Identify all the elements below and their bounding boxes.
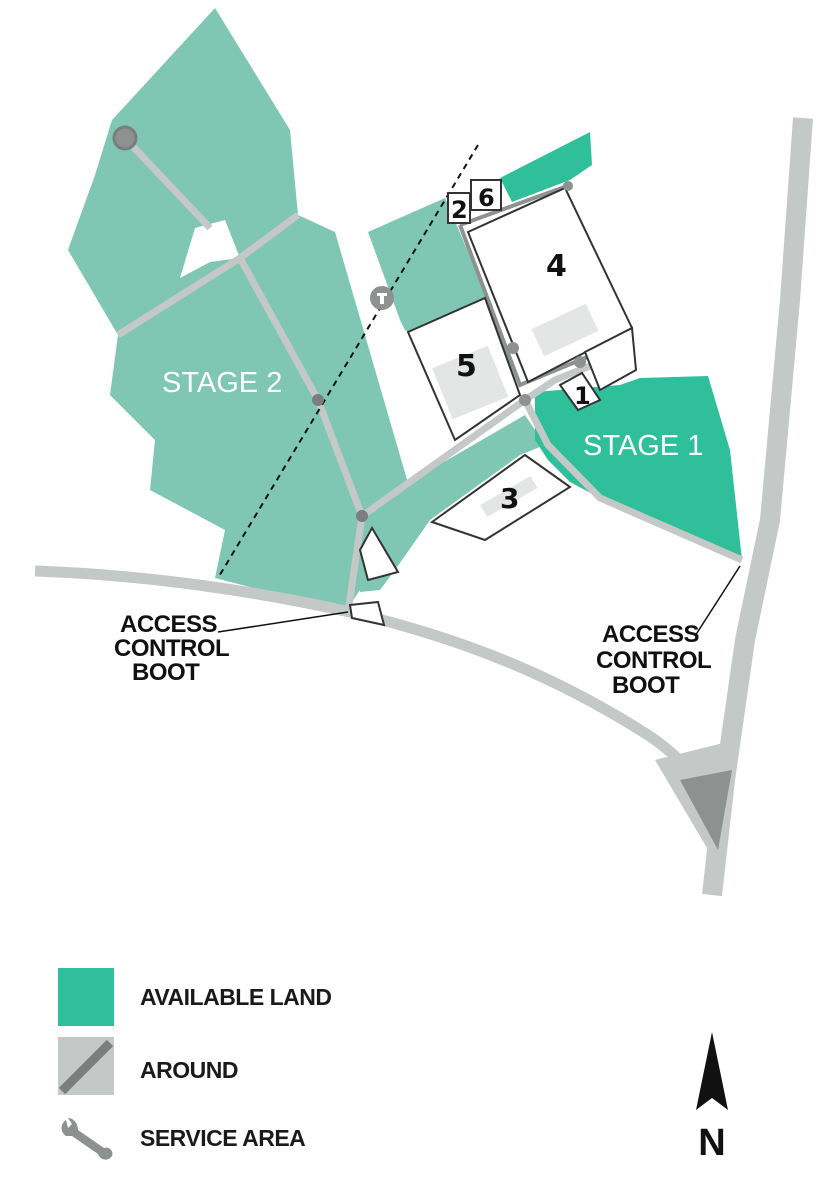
legend-label-service-area: SERVICE AREA xyxy=(140,1125,306,1151)
legend-label-around: AROUND xyxy=(140,1057,238,1083)
access-leader-west xyxy=(217,611,349,633)
lot-3-building xyxy=(480,475,538,518)
stage-1-label: STAGE 1 xyxy=(583,430,703,462)
available-land-north xyxy=(500,132,592,202)
legend-item-around xyxy=(58,1037,114,1095)
svg-text:BOOT: BOOT xyxy=(612,672,680,699)
road-node xyxy=(574,356,586,368)
lot-1-number: 1 xyxy=(574,382,591,410)
lot-2-number: 2 xyxy=(451,196,468,224)
swatch-icon xyxy=(58,968,114,1026)
lot-5-building xyxy=(432,345,509,420)
service-lot-east[interactable] xyxy=(583,326,638,392)
north-arrow-icon: N xyxy=(696,1032,728,1160)
lot-1-outline[interactable] xyxy=(558,371,602,412)
access-leader-east xyxy=(694,565,741,637)
svg-text:CONTROL: CONTROL xyxy=(114,635,229,662)
lot-4-building xyxy=(531,303,599,357)
lot-6-number: 6 xyxy=(478,184,495,212)
stage-2-clearing xyxy=(180,220,240,278)
highway-junction-shadow xyxy=(680,770,732,850)
road-node xyxy=(112,125,138,151)
lot-5-number: 5 xyxy=(456,349,477,384)
road-node xyxy=(507,342,519,354)
access-control-west-label: ACCESS CONTROL BOOT xyxy=(114,611,230,686)
road-node xyxy=(519,394,531,406)
access-control-east-label: ACCESS CONTROL BOOT xyxy=(596,621,712,699)
svg-text:CONTROL: CONTROL xyxy=(596,647,711,674)
wrench-icon xyxy=(61,1118,113,1160)
stage-2-label: STAGE 2 xyxy=(162,367,282,399)
road-node xyxy=(312,394,324,406)
lot-3-number: 3 xyxy=(500,482,519,515)
stage-2-south-land xyxy=(360,415,545,592)
lot-6-outline[interactable] xyxy=(470,179,502,211)
svg-text:ACCESS: ACCESS xyxy=(120,611,218,638)
service-lot-west-lower[interactable] xyxy=(348,600,386,627)
road-node xyxy=(356,510,368,522)
legend-label-available-land: AVAILABLE LAND xyxy=(140,984,332,1010)
legend-item-service-area xyxy=(58,1110,114,1168)
stage-2-land xyxy=(68,8,410,612)
utility-icon-glyph xyxy=(377,293,387,304)
stage-1-land xyxy=(535,376,742,560)
road-swatch-icon xyxy=(58,1037,114,1095)
svg-text:ACCESS: ACCESS xyxy=(602,621,700,648)
internal-road-east xyxy=(521,398,744,564)
lot-4-number: 4 xyxy=(546,249,567,284)
svg-text:BOOT: BOOT xyxy=(132,659,200,686)
legend-item-available-land xyxy=(58,968,114,1026)
north-label: N xyxy=(698,1122,725,1160)
service-lot-west-upper[interactable] xyxy=(358,525,400,582)
boundary-dashed-line xyxy=(217,144,479,579)
road-node xyxy=(563,181,573,191)
